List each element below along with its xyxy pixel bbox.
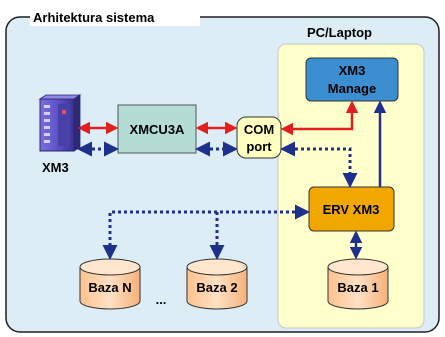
database-baza-1 xyxy=(327,258,389,310)
com-port-label-line1: COM xyxy=(244,122,274,137)
diagram-title: Arhitektura sistema xyxy=(33,10,155,25)
pc-laptop-title: PC/Laptop xyxy=(307,25,372,40)
xmcu3a-box xyxy=(117,104,197,154)
ellipsis-label: ... xyxy=(156,292,167,307)
erv-xm3-label: ERV XM3 xyxy=(323,202,380,217)
database-baza-n xyxy=(79,258,141,310)
baza-n-label: Baza N xyxy=(88,280,131,295)
xm3-manage-label-line2: Manage xyxy=(328,81,376,96)
xm3-manage-label-line1: XM3 xyxy=(339,63,366,78)
red-arrow-com-manage xyxy=(280,100,359,136)
baza-2-label: Baza 2 xyxy=(196,280,237,295)
blue-arrow-com-erv xyxy=(280,141,358,188)
baza-1-label: Baza 1 xyxy=(337,280,378,295)
xmcu3a-label: XMCU3A xyxy=(130,122,186,137)
title-background xyxy=(30,8,200,26)
xm3-device-icon xyxy=(38,94,82,152)
com-port-box xyxy=(236,116,282,159)
com-port-label-line2: port xyxy=(246,139,272,154)
xm3-device-label: XM3 xyxy=(42,160,69,175)
